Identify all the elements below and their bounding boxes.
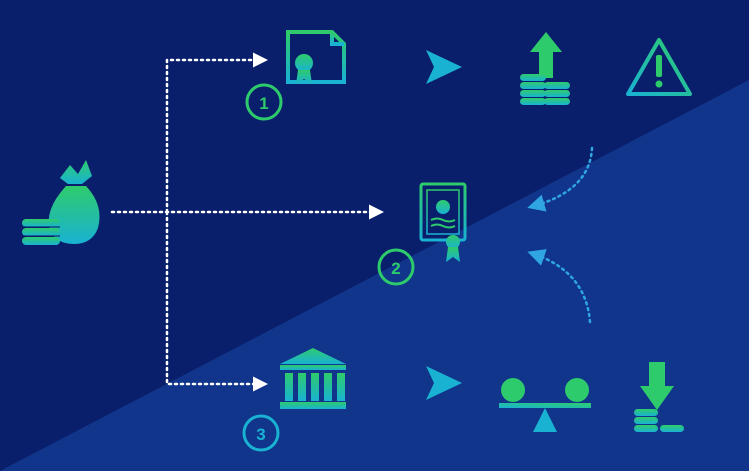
money-bag-coins-icon bbox=[22, 160, 100, 245]
step-3-number: 3 bbox=[256, 425, 265, 444]
step-3-chevron-icon bbox=[426, 366, 462, 400]
connector-to-step-3 bbox=[165, 210, 268, 392]
coins-arrow-up-icon bbox=[520, 32, 570, 105]
step-1-badge: 1 bbox=[245, 83, 283, 121]
feedback-arrows bbox=[527, 146, 594, 324]
certificate-document-icon bbox=[286, 30, 346, 84]
connector-lines bbox=[110, 52, 384, 392]
warning-icon bbox=[626, 38, 692, 96]
background-diagonal-panel bbox=[0, 80, 749, 471]
step-1-number: 1 bbox=[259, 94, 268, 113]
step-2-badge: 2 bbox=[377, 248, 415, 286]
diploma-ribbon-icon bbox=[419, 182, 467, 262]
certificate-seal-icon bbox=[295, 54, 313, 84]
coins-arrow-down-icon bbox=[634, 362, 684, 432]
connector-to-step-1 bbox=[165, 52, 268, 214]
balance-scale-icon bbox=[499, 378, 591, 432]
bank-building-icon bbox=[280, 348, 346, 409]
step-3-badge: 3 bbox=[242, 414, 280, 452]
step-1-chevron-icon bbox=[426, 50, 462, 84]
feedback-arrow-from-warning bbox=[527, 146, 594, 212]
feedback-arrow-from-scale bbox=[527, 249, 592, 324]
step-2-number: 2 bbox=[391, 259, 400, 278]
